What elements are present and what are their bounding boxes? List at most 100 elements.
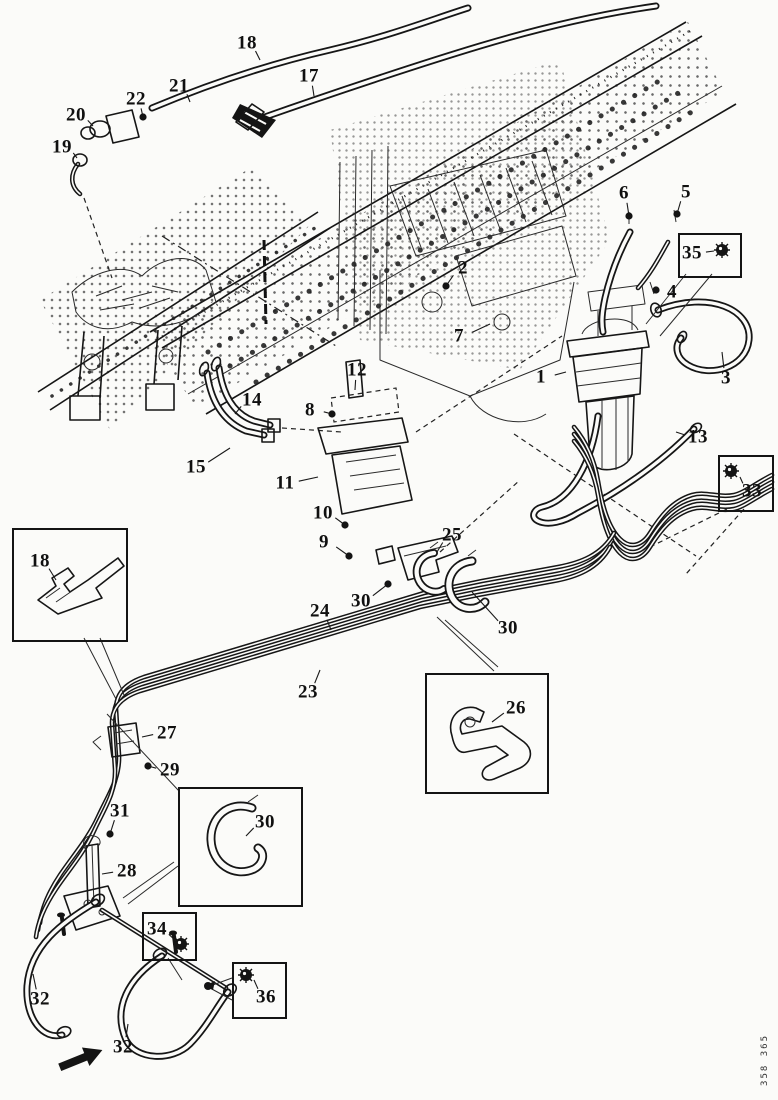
bolt-icon	[238, 967, 254, 983]
leader-line	[255, 50, 261, 61]
lower-hose-assembly	[23, 722, 238, 1060]
callout-6: 6	[619, 182, 629, 204]
bolt-icon	[723, 463, 739, 479]
fastener-dot	[652, 286, 660, 294]
leader-line	[234, 406, 242, 415]
callout-18: 18	[237, 32, 257, 54]
callout-30: 30	[498, 617, 518, 639]
leader-line	[739, 476, 744, 484]
evap-canister-assembly	[530, 209, 753, 527]
inset-box-36	[232, 962, 287, 1019]
callout-32: 32	[30, 988, 50, 1010]
callout-3: 3	[721, 367, 731, 389]
callout-24: 24	[310, 600, 330, 622]
callout-19: 19	[52, 136, 72, 158]
fuel-pipe-assembly	[33, 424, 775, 940]
leader-line	[436, 542, 444, 553]
inset-box-35	[678, 233, 742, 278]
leader-line	[253, 979, 259, 990]
callout-8: 8	[305, 399, 315, 421]
leader-line	[314, 669, 321, 684]
callout-32: 32	[113, 1036, 133, 1058]
inset-box-33	[718, 455, 774, 512]
inset-box-34	[142, 912, 197, 961]
callout-31: 31	[110, 800, 130, 822]
inset-box-18	[12, 528, 128, 642]
leader-line	[675, 431, 685, 436]
callout-4: 4	[667, 281, 677, 303]
leader-line	[554, 371, 567, 376]
callout-26: 26	[506, 697, 526, 719]
callout-27: 27	[157, 722, 177, 744]
callout-22: 22	[126, 88, 146, 110]
bolt-icon	[714, 242, 730, 258]
frame-rails	[37, 21, 737, 421]
leader-line	[125, 1023, 129, 1038]
leader-line	[207, 447, 231, 463]
hardware-dots-layer	[106, 113, 739, 983]
leader-line	[245, 827, 255, 837]
leader-line	[298, 476, 319, 482]
leader-line	[491, 712, 505, 723]
callout-11: 11	[275, 472, 295, 494]
leader-line	[168, 933, 177, 942]
callout-14: 14	[242, 389, 262, 411]
fastener-dot	[345, 552, 353, 560]
inset-pointers	[83, 273, 745, 1001]
leader-line	[721, 351, 725, 369]
callout-20: 20	[66, 104, 86, 126]
callout-35: 35	[682, 242, 702, 264]
callout-23: 23	[298, 681, 318, 703]
callout-33: 33	[742, 480, 762, 502]
callout-10: 10	[313, 502, 333, 524]
fastener-dot	[106, 830, 114, 838]
fastener-dot	[328, 410, 336, 418]
fastener-dot	[341, 521, 349, 529]
leader-line	[326, 619, 332, 631]
leader-line	[141, 734, 154, 738]
inset-box-26	[425, 673, 549, 794]
callout-36: 36	[256, 986, 276, 1008]
leader-line	[101, 871, 114, 875]
leader-line	[354, 379, 357, 391]
upper-hose-assembly	[69, 2, 660, 279]
leader-line	[48, 568, 57, 581]
callout-17: 17	[299, 65, 319, 87]
leader-line	[471, 591, 499, 622]
callout-15: 15	[186, 456, 206, 478]
leader-line	[87, 120, 94, 127]
callout-18: 18	[30, 550, 50, 572]
leader-line	[311, 85, 315, 97]
figure-code: 358 365	[760, 1034, 770, 1086]
callout-29: 29	[160, 759, 180, 781]
callout-21: 21	[169, 75, 189, 97]
callout-7: 7	[454, 325, 464, 347]
callout-30: 30	[255, 811, 275, 833]
callout-30: 30	[351, 590, 371, 612]
fastener-dot	[144, 762, 152, 770]
leader-line	[705, 250, 715, 253]
callout-1: 1	[536, 366, 546, 388]
callout-12: 12	[347, 359, 367, 381]
leader-line	[186, 94, 191, 103]
callout-28: 28	[117, 860, 137, 882]
callout-5: 5	[681, 181, 691, 203]
callout-2: 2	[458, 257, 468, 279]
leader-line	[471, 323, 491, 333]
inset-box-30	[178, 787, 303, 907]
callout-13: 13	[688, 426, 708, 448]
callout-25: 25	[442, 524, 462, 546]
fastener-dot	[673, 210, 681, 218]
callout-34: 34	[147, 918, 167, 940]
leader-line	[72, 152, 78, 159]
center-brackets-and-hoses	[198, 356, 521, 581]
direction-arrow	[58, 1047, 103, 1071]
callout-9: 9	[319, 531, 329, 553]
inset-part-drawings	[37, 557, 532, 877]
fastener-dot	[139, 113, 147, 121]
fastener-dot	[625, 212, 633, 220]
fastener-dot	[442, 282, 450, 290]
bolt-icon	[173, 936, 189, 952]
